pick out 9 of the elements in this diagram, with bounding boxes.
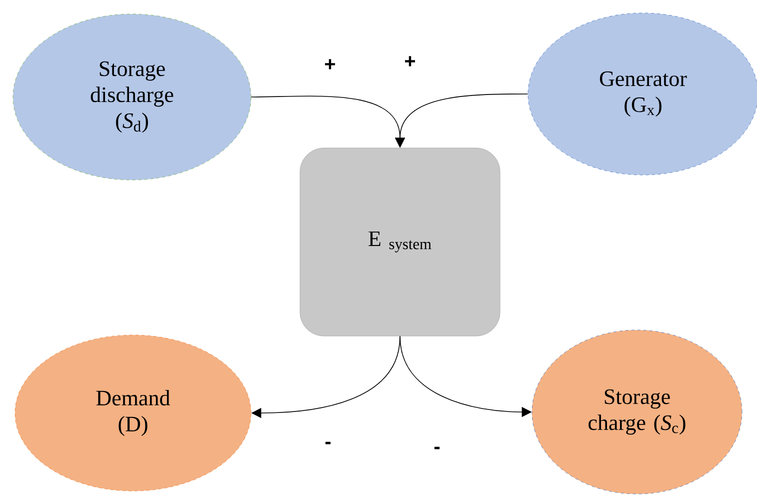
sign-label: +: [325, 59, 336, 70]
sign-label: +: [405, 56, 416, 66]
ellipse-node: Generator (G$_{x}$): [528, 12, 757, 176]
sign-label: -: [325, 442, 331, 444]
sign-label: -: [434, 446, 440, 450]
ellipse-node: Storage charge (S$_{c}$): [532, 330, 742, 494]
ellipse-node: Storage discharge (S$_{d}$): [12, 14, 252, 180]
rounded-box: E $_{system}$: [300, 148, 500, 336]
ellipse-node: Demand (D): [14, 334, 252, 492]
